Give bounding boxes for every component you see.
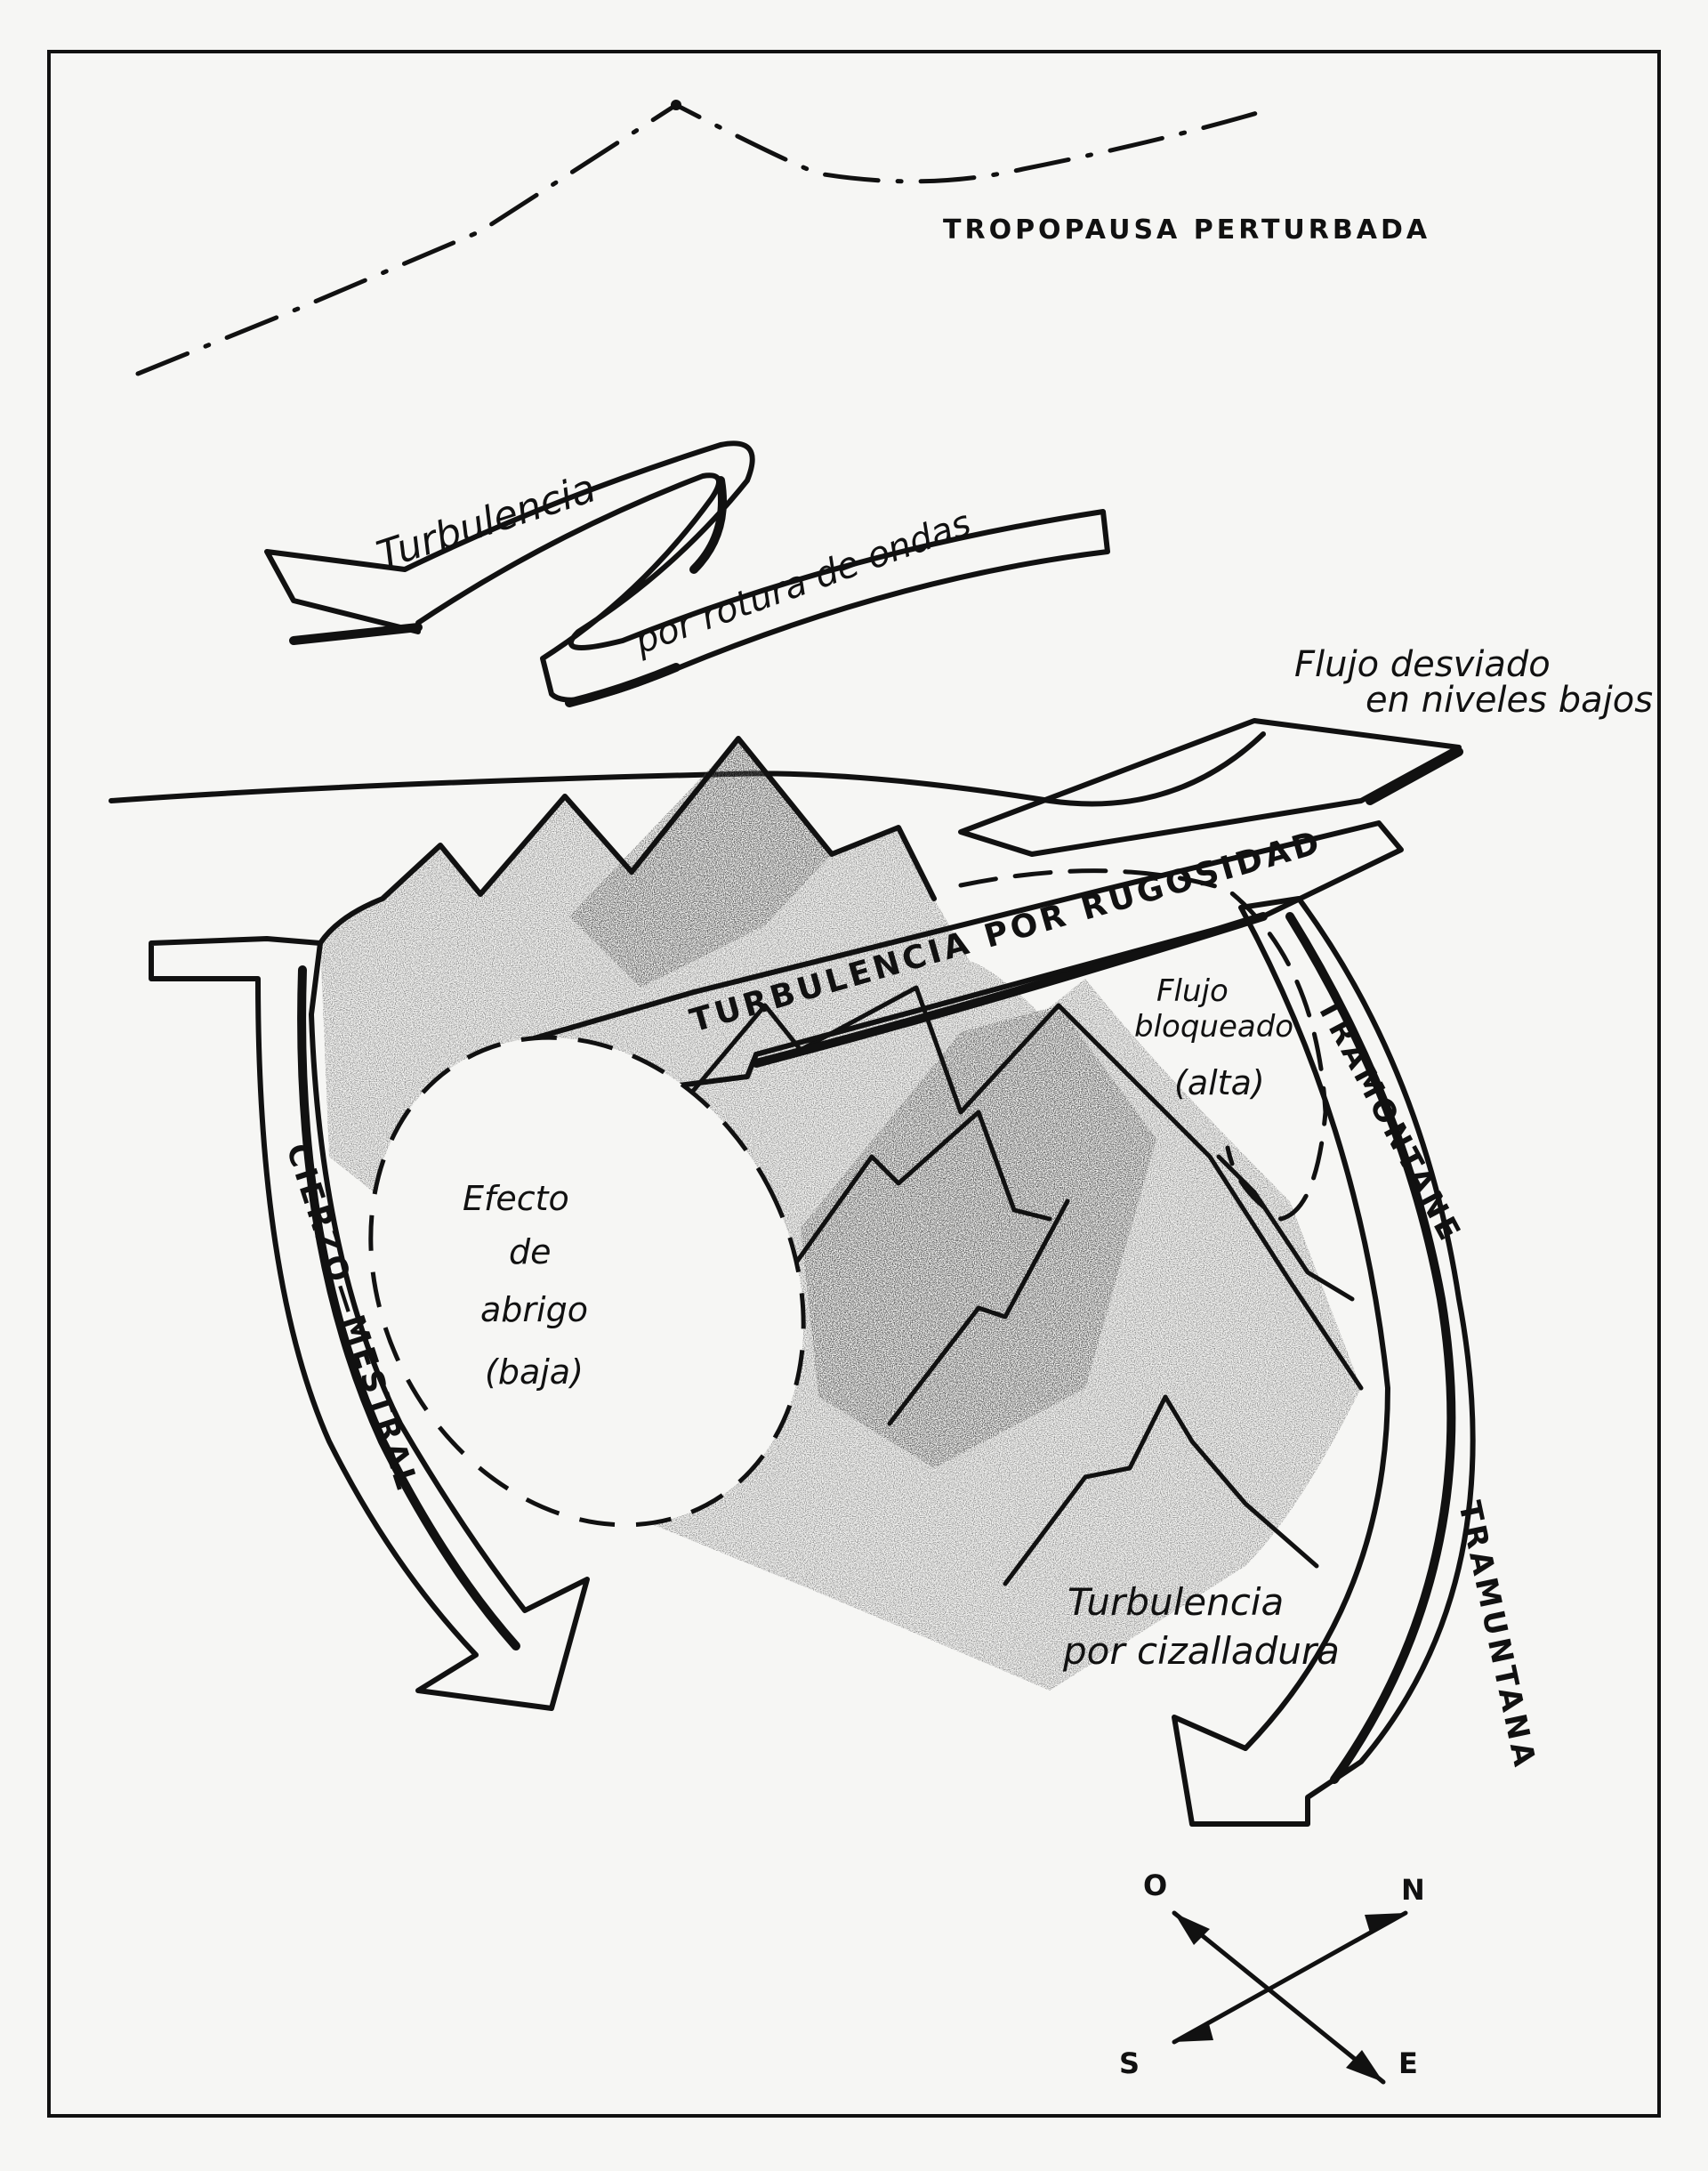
shelter-effect-region	[368, 1035, 806, 1528]
deflected-flow-label-1: Flujo desviado	[1294, 644, 1551, 685]
tropopause-peak-dot	[671, 100, 681, 110]
upper-flow-line	[109, 731, 1266, 807]
compass-o: O	[1143, 1868, 1171, 1902]
shear-turbulence-label-2: por cizalladura	[1062, 1629, 1340, 1673]
wave-breaking-label-1: Turbulencia	[372, 465, 601, 578]
inner-ridges	[620, 985, 1364, 1586]
deflected-flow-arrow	[958, 718, 1463, 857]
blocked-flow-label-3: (alta)	[1174, 1063, 1265, 1102]
deflected-flow-label-2: en niveles bajos	[1366, 680, 1653, 721]
mountain-range	[320, 738, 1361, 1691]
tramontane-arrow	[1172, 896, 1476, 1827]
blocked-flow-region	[958, 868, 1328, 1222]
shelter-label-2: de	[509, 1232, 552, 1271]
tropopause-line	[135, 102, 1266, 376]
shelter-label-4: (baja)	[485, 1352, 584, 1392]
wave-breaking-label-2: por rotura de ondas	[629, 503, 977, 663]
cierzo-mestral-arrow	[149, 936, 590, 1711]
compass-s: S	[1119, 2046, 1143, 2080]
compass-n: N	[1401, 1873, 1429, 1907]
blocked-flow-label-1: Flujo	[1156, 973, 1229, 1009]
compass-e: E	[1398, 2046, 1422, 2080]
wave-breaking-arrow	[264, 440, 1110, 707]
blocked-flow-label-2: bloqueado	[1134, 1009, 1293, 1045]
tramuntana-label: TRAMUNTANA	[1451, 1498, 1543, 1773]
ridge-outlines	[318, 736, 937, 946]
compass-rose	[1172, 1910, 1408, 2085]
frame-border	[47, 50, 1661, 2118]
shelter-label-1: Efecto	[463, 1179, 569, 1218]
shelter-label-3: abrigo	[480, 1290, 588, 1329]
shear-turbulence-label-1: Turbulencia	[1068, 1580, 1284, 1624]
tropopause-label: TROPOPAUSA PERTURBADA	[943, 214, 1430, 246]
